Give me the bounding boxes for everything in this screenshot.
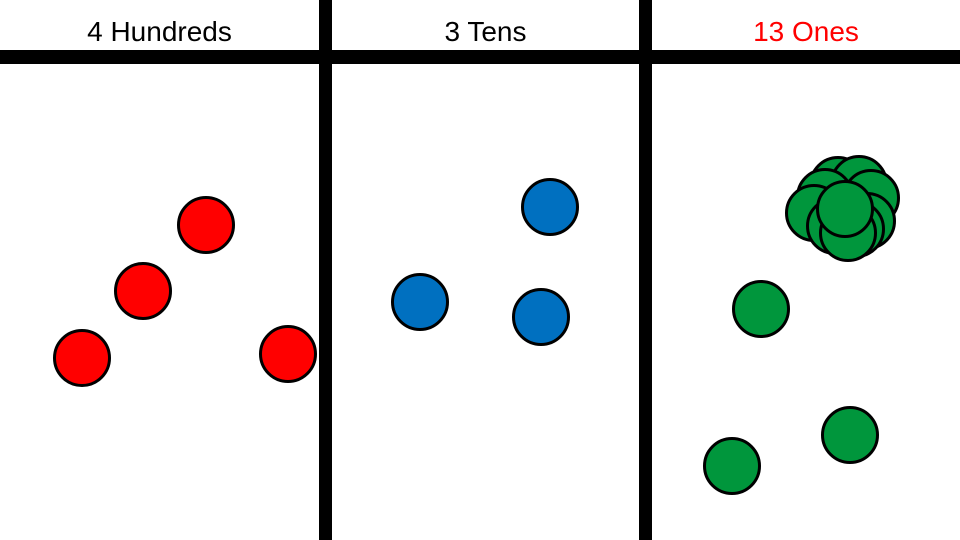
ones-disk[interactable]	[703, 437, 761, 495]
ones-disk[interactable]	[816, 180, 874, 238]
hundreds-disk[interactable]	[53, 329, 111, 387]
tens-header: 3 Tens	[444, 16, 527, 47]
ones-disk[interactable]	[821, 406, 879, 464]
hundreds-header: 4 Hundreds	[87, 16, 232, 47]
tens-disk[interactable]	[521, 178, 579, 236]
column-divider-right	[639, 0, 652, 540]
hundreds-disk[interactable]	[177, 196, 235, 254]
header-divider	[0, 50, 960, 64]
tens-disk[interactable]	[512, 288, 570, 346]
tens-disk[interactable]	[391, 273, 449, 331]
hundreds-disk[interactable]	[259, 325, 317, 383]
column-divider-left	[319, 0, 332, 540]
ones-header: 13 Ones	[753, 16, 859, 47]
ones-disk[interactable]	[732, 280, 790, 338]
hundreds-disk[interactable]	[114, 262, 172, 320]
